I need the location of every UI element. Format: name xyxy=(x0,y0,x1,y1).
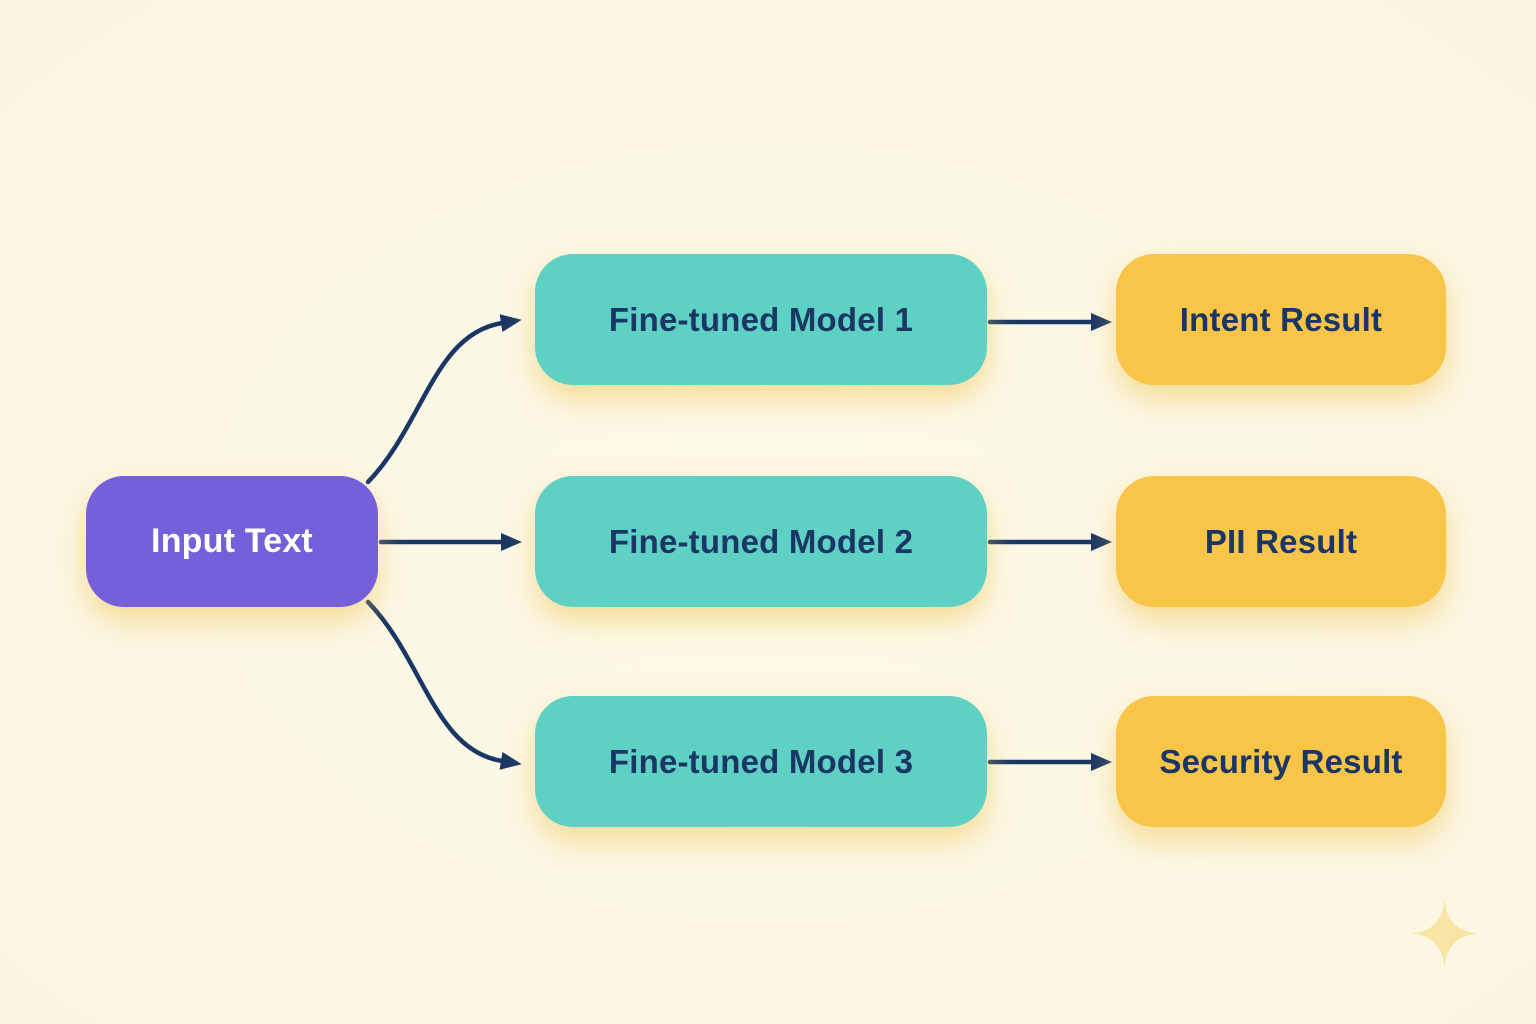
node-fine-tuned-model-3: Fine-tuned Model 3 xyxy=(535,696,987,827)
node-fine-tuned-model-2: Fine-tuned Model 2 xyxy=(535,476,987,607)
node-security-result: Security Result xyxy=(1116,696,1446,827)
arrow-input-to-model-3 xyxy=(365,599,522,770)
node-intent-result-label: Intent Result xyxy=(1179,300,1383,338)
arrow-input-to-model-1 xyxy=(365,314,522,485)
node-pii-result-label: PII Result xyxy=(1204,522,1358,560)
node-input-text: Input Text xyxy=(86,476,378,607)
node-fine-tuned-model-2-label: Fine-tuned Model 2 xyxy=(608,522,914,560)
node-intent-result: Intent Result xyxy=(1116,254,1446,385)
node-security-result-label: Security Result xyxy=(1159,742,1403,780)
node-fine-tuned-model-3-label: Fine-tuned Model 3 xyxy=(608,742,914,780)
sparkle-icon xyxy=(1410,898,1479,969)
node-input-text-label: Input Text xyxy=(151,522,313,560)
node-fine-tuned-model-1-label: Fine-tuned Model 1 xyxy=(608,300,914,338)
node-pii-result: PII Result xyxy=(1116,476,1446,607)
node-fine-tuned-model-1: Fine-tuned Model 1 xyxy=(535,254,987,385)
